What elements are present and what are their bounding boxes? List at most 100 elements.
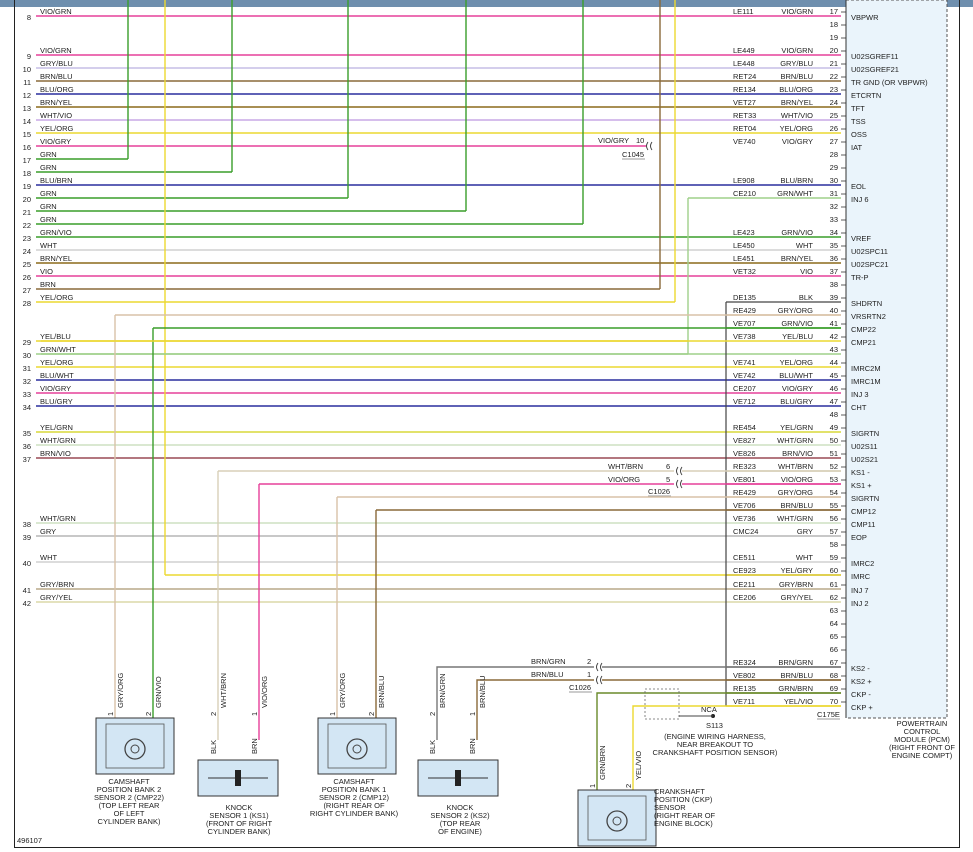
pcm-pin-number: 27 — [830, 137, 838, 146]
circuit-id-label: LE111 — [733, 7, 754, 16]
pcm-pin-number: 49 — [830, 423, 838, 432]
left-wire-color-label: BRN/YEL — [40, 98, 72, 107]
pcm-pin-number: 37 — [830, 267, 838, 276]
c1026-ks2-pin-number: 1 — [587, 670, 591, 679]
left-row-number: 12 — [23, 91, 31, 100]
ckp-sensor-label: CRANKSHAFT POSITION (CKP) SENSOR (RIGHT … — [654, 787, 716, 828]
left-wire-color-label: WHT/VIO — [40, 111, 72, 120]
pcm-pin-number: 33 — [830, 215, 838, 224]
left-row-number: 26 — [23, 273, 31, 282]
circuit-id-label: CE511 — [733, 553, 755, 562]
circuit-id-label: VE826 — [733, 449, 756, 458]
c1026-ks2-connector-symbol — [596, 662, 603, 685]
pcm-pin-number: 47 — [830, 397, 838, 406]
left-wire-color-label: GRY/BRN — [40, 580, 74, 589]
pcm-pin-number: 28 — [830, 150, 838, 159]
splice-s113-label: S113 — [706, 721, 723, 730]
pcm-pin-function: INJ 3 — [851, 390, 869, 399]
left-row-number: 28 — [23, 299, 31, 308]
pcm-pin-number: 59 — [830, 553, 838, 562]
wire-color-label: GRN/BRN — [778, 684, 813, 693]
wire-color-label: GRN/VIO — [781, 319, 813, 328]
cmp12-sensor-gear — [346, 738, 368, 760]
pcm-pin-number: 58 — [830, 540, 838, 549]
circuit-id-label: RE454 — [733, 423, 756, 432]
left-row-number: 25 — [23, 260, 31, 269]
left-wire-color-label: GRN — [40, 215, 57, 224]
left-wire-color-label: BRN/BLU — [40, 72, 73, 81]
left-row-number: 32 — [23, 377, 31, 386]
ks1-terminal-label: BLK — [209, 740, 218, 754]
pcm-pin-function: CMP21 — [851, 338, 876, 347]
cmp12-sensor-label: CAMSHAFT POSITION BANK 1 SENSOR 2 (CMP12… — [309, 777, 399, 818]
pcm-pin-number: 44 — [830, 358, 838, 367]
circuit-id-label: VE827 — [733, 436, 756, 445]
left-wire-color-label: YEL/BLU — [40, 332, 71, 341]
wire-color-label: BRN/BLU — [780, 671, 813, 680]
wire-color-label: WHT/GRN — [777, 514, 813, 523]
left-row-number: 9 — [27, 52, 31, 61]
pcm-pin-function: U02SGREF11 — [851, 52, 898, 61]
circuit-id-label: RE429 — [733, 488, 756, 497]
cmp22-sensor-label: CAMSHAFT POSITION BANK 2 SENSOR 2 (CMP22… — [93, 777, 165, 826]
circuit-id-label: RET04 — [733, 124, 756, 133]
wire-color-label: YEL/GRN — [780, 423, 813, 432]
circuit-id-label: CE207 — [733, 384, 756, 393]
wire-color-label: VIO/GRY — [782, 384, 813, 393]
wire-color-label: BLK — [799, 293, 813, 302]
wire-color-label: VIO/GRN — [781, 7, 813, 16]
pcm-pin-function: TSS — [851, 117, 866, 126]
c1026-ks1-pin-number: 5 — [666, 475, 670, 484]
pcm-pin-number: 17 — [830, 7, 838, 16]
pcm-pin-number: 62 — [830, 593, 838, 602]
left-wire-color-label: VIO — [40, 267, 53, 276]
wire-color-label: VIO/GRY — [782, 137, 813, 146]
pcm-pin-number: 36 — [830, 254, 838, 263]
ks2-pos-wire — [476, 679, 594, 740]
pcm-pin-number: 45 — [830, 371, 838, 380]
wire-color-label: BRN/YEL — [781, 254, 813, 263]
pcm-pin-function: CHT — [851, 403, 867, 412]
wire-color-label: GRY/BRN — [779, 580, 813, 589]
pcm-pin-number: 61 — [830, 580, 838, 589]
left-row-number: 34 — [23, 403, 31, 412]
ks2-pin-number: 2 — [428, 712, 437, 716]
pcm-pin-number: 57 — [830, 527, 838, 536]
left-row-number: 23 — [23, 234, 31, 243]
circuit-id-label: VE738 — [733, 332, 756, 341]
circuit-id-label: LE449 — [733, 46, 755, 55]
left-wire-color-label: WHT — [40, 241, 57, 250]
wire-color-label: WHT/VIO — [781, 111, 813, 120]
left-row-number: 11 — [23, 78, 31, 87]
left-wire-color-label: VIO/GRY — [40, 137, 71, 146]
left-wire-color-label: GRN/WHT — [40, 345, 76, 354]
left-wire-color-label: WHT — [40, 553, 57, 562]
cmp12-sensor-coil-frame — [327, 723, 387, 769]
pcm-pin-number: 46 — [830, 384, 838, 393]
c1045-wire-color: VIO/GRY — [598, 136, 629, 145]
left-wire-color-label: GRN/VIO — [40, 228, 72, 237]
wire-color-label: GRY/ORG — [778, 306, 813, 315]
pcm-pin-function: CMP12 — [851, 507, 876, 516]
pcm-pin-number: 23 — [830, 85, 838, 94]
pcm-pin-function: TR-P — [851, 273, 869, 282]
pcm-pin-number: 42 — [830, 332, 838, 341]
pcm-pin-function: SHDRTN — [851, 299, 882, 308]
pcm-pin-number: 29 — [830, 163, 838, 172]
pcm-pin-number: 39 — [830, 293, 838, 302]
ckp-sensor-body — [577, 789, 657, 847]
left-row-number: 16 — [23, 143, 31, 152]
cmp12-pin-color: BRN/BLU — [377, 675, 386, 708]
left-wire-color-label: GRN — [40, 202, 57, 211]
pcm-pin-function: VBPWR — [851, 13, 879, 22]
left-wire-color-label: GRN — [40, 163, 57, 172]
pcm-pin-number: 65 — [830, 632, 838, 641]
pcm-pin-number: 53 — [830, 475, 838, 484]
circuit-id-label: VE741 — [733, 358, 756, 367]
left-wire-color-label: BLU/WHT — [40, 371, 74, 380]
pcm-pin-function: INJ 7 — [851, 586, 869, 595]
pcm-pin-number: 43 — [830, 345, 838, 354]
pcm-pin-function: EOL — [851, 182, 866, 191]
ckp-pin-color: GRN/BRN — [598, 745, 607, 780]
ckp-sensor-coil-frame — [587, 795, 647, 841]
